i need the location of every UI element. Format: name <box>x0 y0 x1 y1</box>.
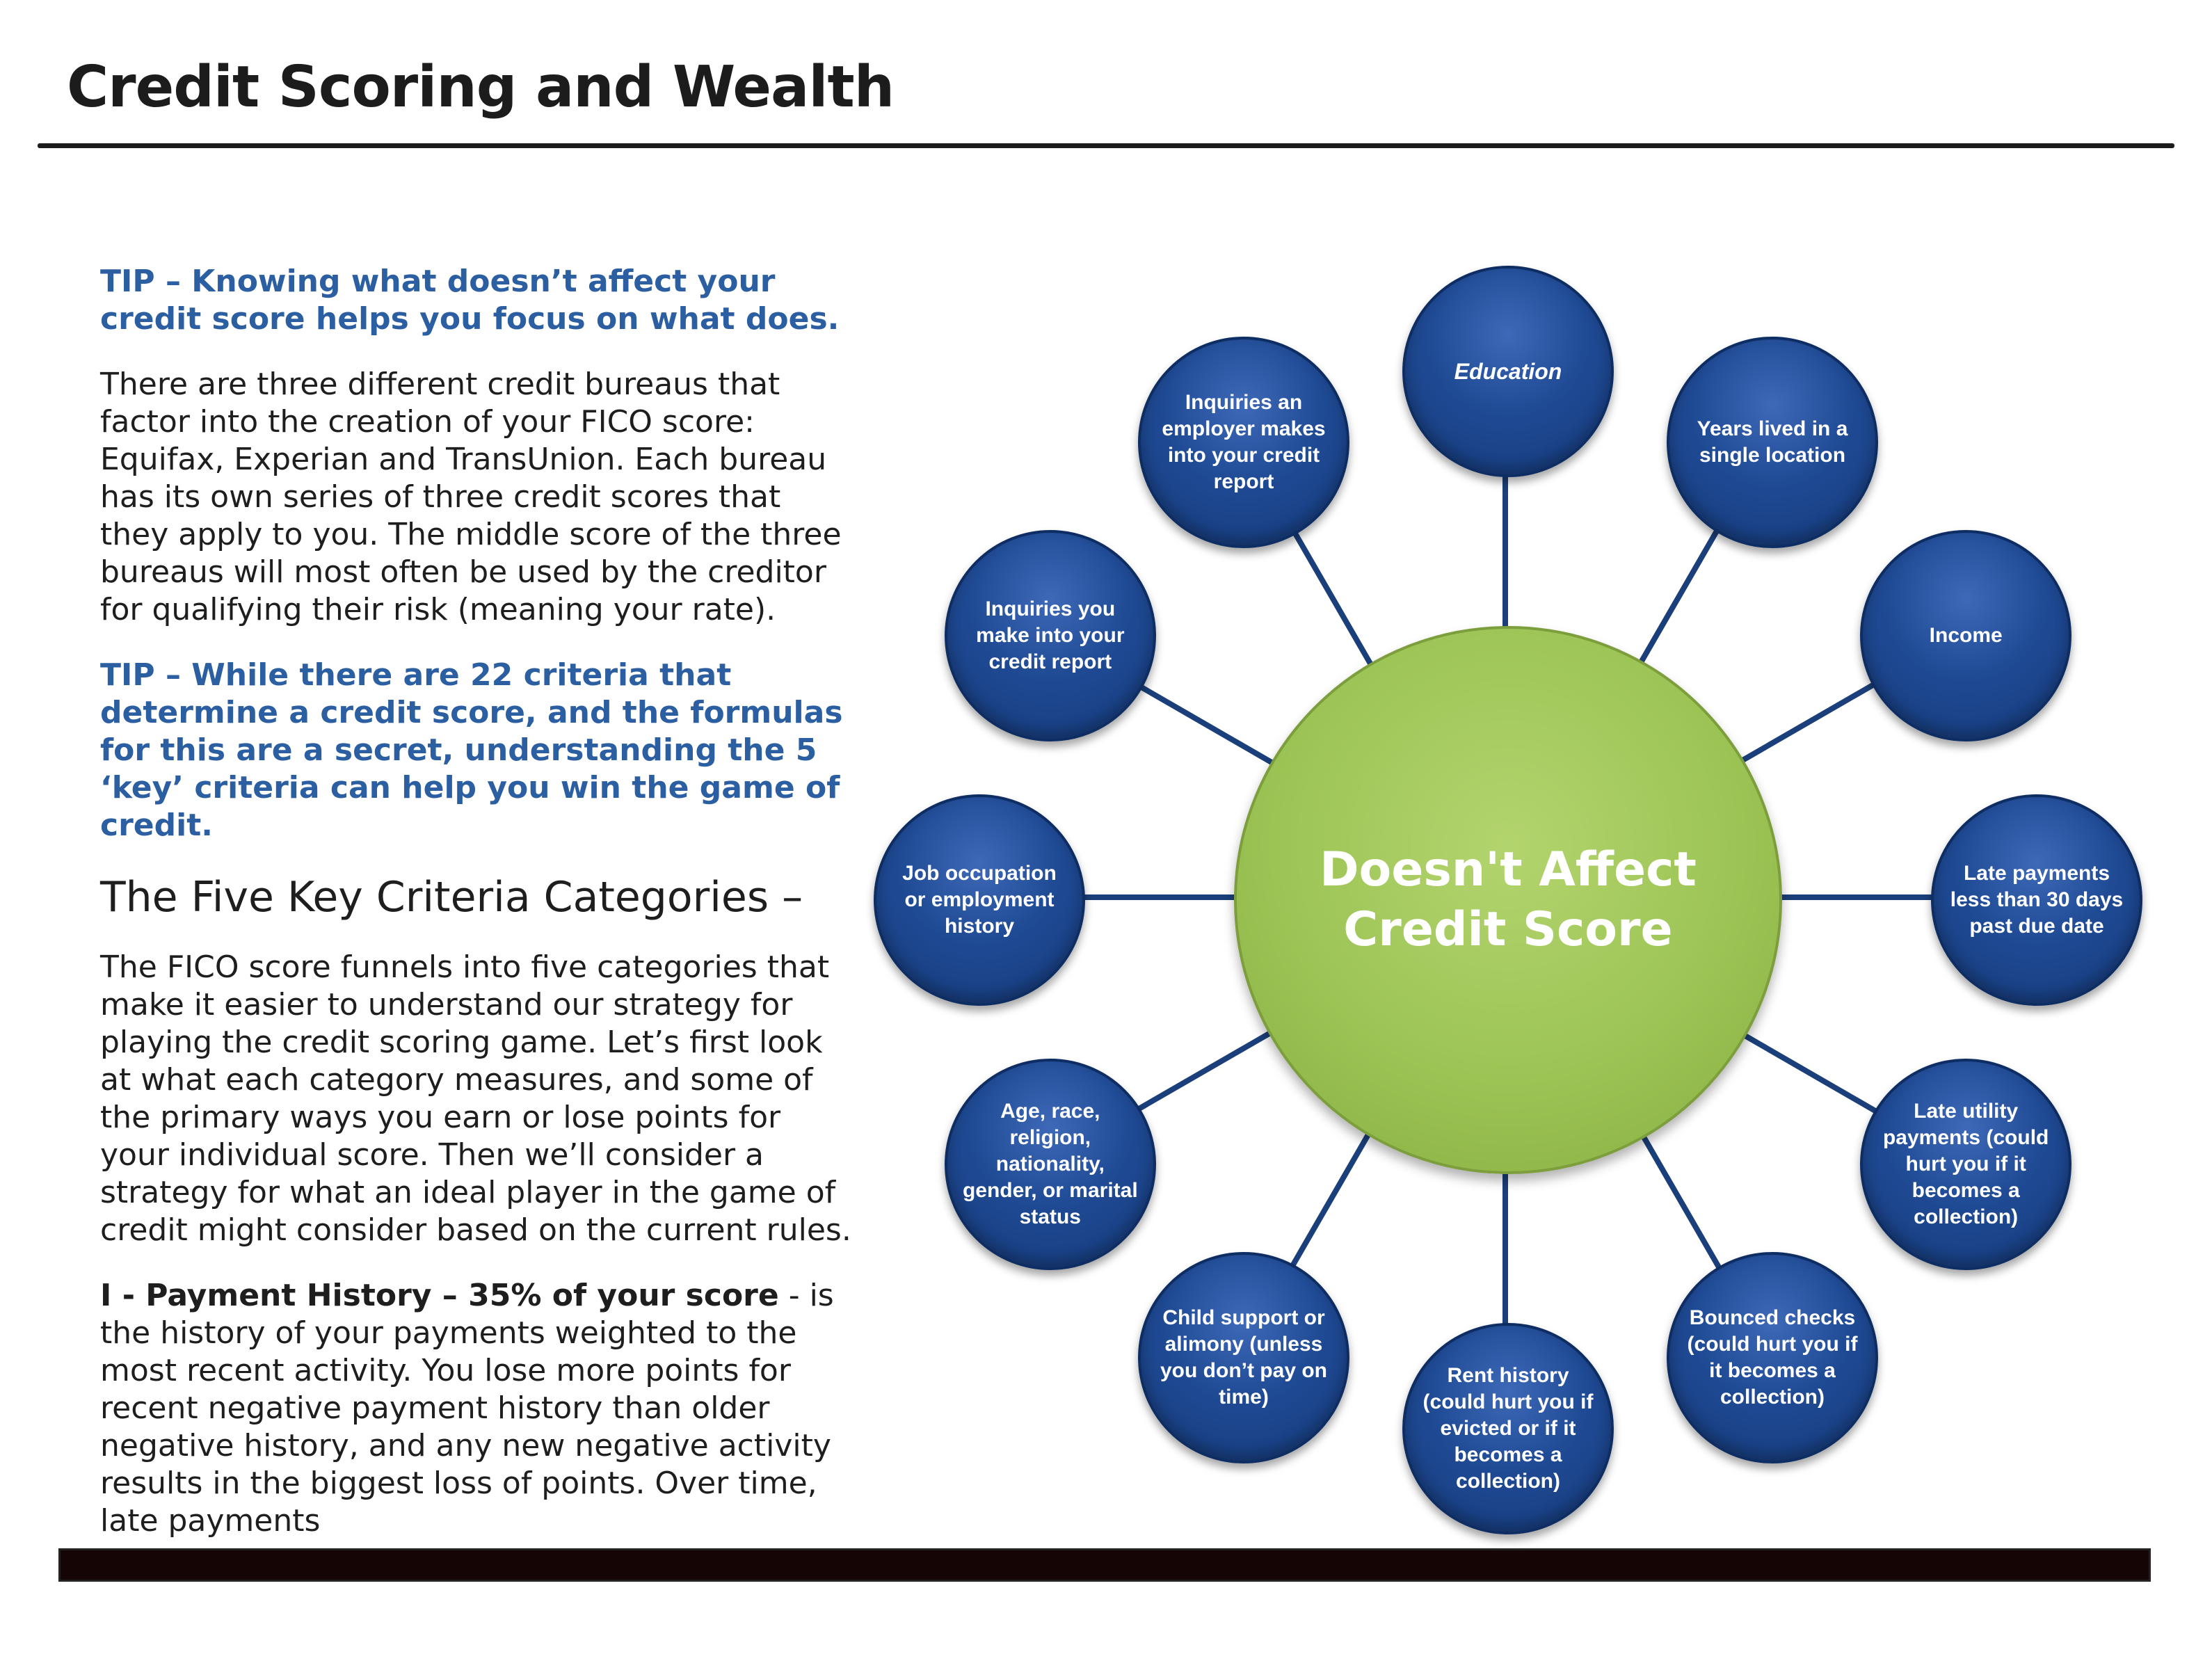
spoke-line <box>1735 1028 1878 1114</box>
node-label: Inquiries you make into your credit repo… <box>976 597 1125 673</box>
node-demographics: Age, race, religion, nationality, gender… <box>944 1059 1156 1270</box>
node-bounced-checks: Bounced checks (could hurt you if it bec… <box>1667 1252 1878 1464</box>
spoke-line <box>1636 524 1722 668</box>
payment-history-paragraph: I - Payment History – 35% of your score … <box>100 1277 851 1540</box>
left-column: TIP – Knowing what doesn’t affect your c… <box>100 263 851 1568</box>
payment-history-lead: I - Payment History – 35% of your score <box>100 1278 779 1313</box>
spoke-line <box>1636 1127 1722 1270</box>
title-divider <box>38 143 2174 148</box>
node-label: Age, race, religion, nationality, gender… <box>962 1100 1138 1228</box>
diagram-spokes <box>1077 469 1934 1326</box>
spoke-line <box>1735 680 1878 767</box>
footer-bar <box>58 1548 2151 1582</box>
node-label: Years lived in a single location <box>1697 417 1848 467</box>
node-job-occupation: Job occupation or employment history <box>874 794 1085 1006</box>
fico-categories-paragraph: The FICO score funnels into five categor… <box>100 949 851 1248</box>
node-years-lived: Years lived in a single location <box>1667 336 1878 548</box>
spoke-line <box>1132 680 1276 767</box>
spoke-line <box>1288 524 1375 668</box>
node-child-support: Child support or alimony (unless you don… <box>1138 1252 1349 1464</box>
node-label: Inquiries an employer makes into your cr… <box>1162 390 1326 493</box>
five-key-criteria-heading: The Five Key Criteria Categories – <box>100 873 803 922</box>
node-label: Late utility payments (could hurt you if… <box>1882 1100 2049 1228</box>
node-label: Job occupation or employment history <box>902 862 1057 938</box>
tip-22-criteria: TIP – While there are 22 criteria that d… <box>100 657 843 843</box>
node-label: Child support or alimony (unless you don… <box>1160 1306 1327 1409</box>
node-label: Education <box>1454 359 1562 384</box>
spoke-line <box>1288 1127 1375 1270</box>
center-label: Doesn't Affect Credit Score <box>1320 842 1697 957</box>
node-inquiries-you: Inquiries you make into your credit repo… <box>944 530 1156 741</box>
node-inquiries-employer: Inquiries an employer makes into your cr… <box>1138 336 1349 548</box>
node-label: Bounced checks (could hurt you if it bec… <box>1687 1306 1858 1409</box>
node-label: Late payments less than 30 days past due… <box>1950 862 2124 938</box>
node-education: Education <box>1402 266 1614 477</box>
spoke-line <box>1132 1028 1276 1114</box>
node-late-payments: Late payments less than 30 days past due… <box>1931 794 2142 1006</box>
node-late-utility: Late utility payments (could hurt you if… <box>1860 1059 2072 1270</box>
node-label: Income <box>1929 624 2003 647</box>
center-node: Doesn't Affect Credit Score <box>1234 626 1782 1174</box>
doesnt-affect-diagram: Doesn't Affect Credit Score Education Ye… <box>835 250 2212 1534</box>
node-label: Rent history (could hurt you if evicted … <box>1422 1364 1594 1493</box>
node-income: Income <box>1860 530 2072 741</box>
tip-what-doesnt-affect: TIP – Knowing what doesn’t affect your c… <box>100 264 840 337</box>
page-title: Credit Scoring and Wealth <box>67 54 895 120</box>
payment-history-text: - is the history of your payments weight… <box>100 1278 834 1539</box>
node-rent-history: Rent history (could hurt you if evicted … <box>1402 1323 1614 1534</box>
bureaus-paragraph: There are three different credit bureaus… <box>100 367 842 627</box>
